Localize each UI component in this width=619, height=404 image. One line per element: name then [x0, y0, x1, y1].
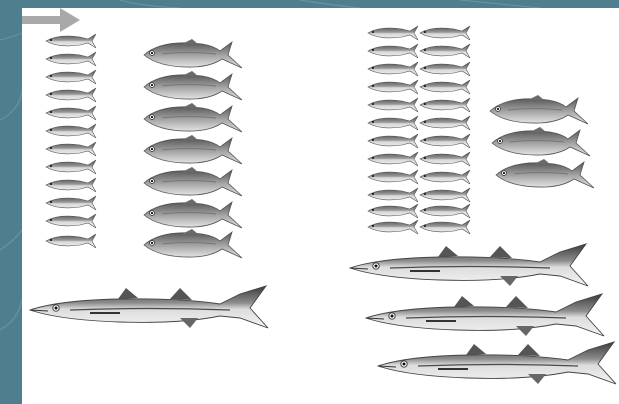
small-fish-icon — [368, 152, 418, 166]
small-fish-icon — [46, 34, 96, 48]
medium-fish-icon — [490, 95, 588, 124]
medium-fish-icon — [144, 39, 242, 68]
fish-diagram — [22, 8, 619, 404]
small-fish-icon — [368, 204, 418, 218]
medium-fish-icon — [144, 229, 242, 258]
small-fish-icon — [46, 234, 96, 248]
barracuda-icon — [378, 342, 616, 384]
small-fish-icon — [420, 188, 470, 202]
small-fish-icon — [46, 214, 96, 228]
small-fish-icon — [46, 52, 96, 66]
medium-fish-icon — [492, 127, 590, 156]
small-fish-icon — [420, 98, 470, 112]
medium-fish-icon — [144, 103, 242, 132]
small-fish-icon — [420, 44, 470, 58]
small-fish-icon — [368, 26, 418, 40]
barracuda-icon — [30, 286, 268, 328]
small-fish-icon — [46, 142, 96, 156]
medium-fish-icon — [496, 159, 594, 188]
small-fish-icon — [420, 26, 470, 40]
small-fish-icon — [368, 170, 418, 184]
small-fish-icon — [46, 88, 96, 102]
small-fish-icon — [420, 62, 470, 76]
before-medium-fish-group — [144, 39, 242, 258]
small-fish-icon — [420, 152, 470, 166]
small-fish-icon — [368, 188, 418, 202]
before-large-fish-group — [30, 286, 268, 328]
barracuda-icon — [350, 244, 588, 286]
small-fish-icon — [420, 116, 470, 130]
small-fish-icon — [46, 160, 96, 174]
small-fish-icon — [46, 178, 96, 192]
medium-fish-icon — [144, 71, 242, 100]
illustration-panel — [22, 8, 619, 404]
small-fish-icon — [420, 134, 470, 148]
small-fish-icon — [46, 124, 96, 138]
small-fish-icon — [368, 62, 418, 76]
small-fish-icon — [46, 106, 96, 120]
small-fish-icon — [368, 116, 418, 130]
small-fish-icon — [46, 70, 96, 84]
right-arrow-icon — [22, 8, 82, 32]
small-fish-icon — [368, 80, 418, 94]
small-fish-icon — [368, 134, 418, 148]
after-large-fish-group — [350, 244, 616, 384]
medium-fish-icon — [144, 135, 242, 164]
small-fish-icon — [420, 80, 470, 94]
barracuda-icon — [366, 294, 604, 336]
small-fish-icon — [420, 204, 470, 218]
small-fish-icon — [368, 220, 418, 234]
before-small-fish-group — [46, 34, 96, 248]
small-fish-icon — [420, 170, 470, 184]
small-fish-icon — [420, 220, 470, 234]
medium-fish-icon — [144, 167, 242, 196]
small-fish-icon — [46, 196, 96, 210]
after-medium-fish-group — [490, 95, 594, 188]
after-small-fish-group — [368, 26, 470, 234]
medium-fish-icon — [144, 199, 242, 228]
small-fish-icon — [368, 98, 418, 112]
small-fish-icon — [368, 44, 418, 58]
